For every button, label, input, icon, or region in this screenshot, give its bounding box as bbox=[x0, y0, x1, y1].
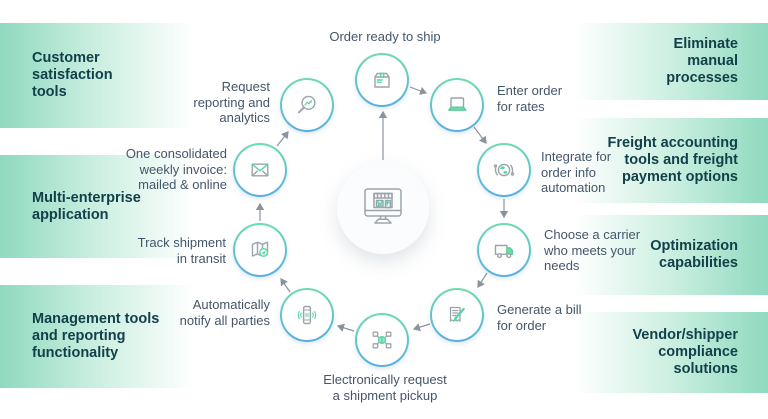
circle-face bbox=[235, 225, 285, 275]
step-generate-bill-circle bbox=[430, 288, 484, 342]
panel-label: Multi-enterprise application bbox=[32, 189, 141, 223]
envelope-icon bbox=[246, 156, 274, 184]
circle-face bbox=[282, 290, 332, 340]
storefront-monitor-icon bbox=[355, 180, 411, 236]
step-integrate-circle bbox=[477, 143, 531, 197]
globe-sync-icon bbox=[490, 156, 518, 184]
step-integrate-label: Integrate for order info automation bbox=[541, 149, 612, 195]
map-icon bbox=[246, 236, 274, 264]
step-request-pickup-label: Electronically request a shipment pickup bbox=[323, 372, 447, 403]
step-choose-carrier-circle bbox=[477, 223, 531, 277]
panel-eliminate-manual: Eliminate manual processes bbox=[563, 23, 768, 100]
truck-icon bbox=[490, 236, 518, 264]
network-icon bbox=[368, 326, 396, 354]
circle-face bbox=[479, 225, 529, 275]
circle-face bbox=[357, 315, 407, 365]
panel-customer-satisfaction: Customer satisfaction tools bbox=[0, 23, 205, 128]
bill-pencil-icon bbox=[443, 301, 471, 329]
step-enter-order-circle bbox=[430, 78, 484, 132]
panel-label: Vendor/shipper compliance solutions bbox=[632, 327, 738, 377]
panel-vendor-compliance: Vendor/shipper compliance solutions bbox=[563, 312, 768, 393]
circle-face bbox=[479, 145, 529, 195]
step-choose-carrier-label: Choose a carrier who meets your needs bbox=[544, 227, 641, 273]
panel-management-tools: Management tools and reporting functiona… bbox=[0, 285, 205, 388]
laptop-icon bbox=[443, 91, 471, 119]
panel-label: Optimization capabilities bbox=[650, 238, 738, 271]
phone-alert-icon bbox=[293, 301, 321, 329]
panel-freight-accounting: Freight accounting tools and freight pay… bbox=[563, 118, 768, 203]
step-track-shipment-circle bbox=[233, 223, 287, 277]
circle-face bbox=[357, 55, 407, 105]
circle-face bbox=[432, 290, 482, 340]
step-reporting-analytics-circle bbox=[280, 78, 334, 132]
step-request-pickup-circle bbox=[355, 313, 409, 367]
panel-multi-enterprise: Multi-enterprise application bbox=[0, 155, 205, 258]
step-weekly-invoice-label: One consolidated weekly invoice: mailed … bbox=[125, 146, 227, 192]
step-order-ready-label: Order ready to ship bbox=[329, 29, 441, 44]
panel-optimization: Optimization capabilities bbox=[563, 215, 768, 295]
circle-face bbox=[282, 80, 332, 130]
step-weekly-invoice-circle bbox=[233, 143, 287, 197]
step-enter-order-label: Enter order for rates bbox=[497, 83, 563, 114]
panel-label: Customer satisfaction tools bbox=[32, 50, 113, 100]
step-track-shipment-label: Track shipment in transit bbox=[137, 235, 226, 266]
circle-face bbox=[235, 145, 285, 195]
step-notify-parties-label: Automatically notify all parties bbox=[179, 297, 270, 328]
magnifier-chart-icon bbox=[293, 91, 321, 119]
circle-face bbox=[432, 80, 482, 130]
step-order-ready-circle bbox=[355, 53, 409, 107]
step-notify-parties-circle bbox=[280, 288, 334, 342]
panel-label: Freight accounting tools and freight pay… bbox=[607, 135, 739, 185]
package-icon bbox=[368, 66, 396, 94]
hub-circle bbox=[337, 162, 429, 254]
step-reporting-analytics-label: Request reporting and analytics bbox=[193, 79, 270, 125]
panel-label: Eliminate manual processes bbox=[666, 36, 738, 86]
step-generate-bill-label: Generate a bill for order bbox=[497, 302, 582, 333]
panel-label: Management tools and reporting functiona… bbox=[32, 311, 160, 361]
